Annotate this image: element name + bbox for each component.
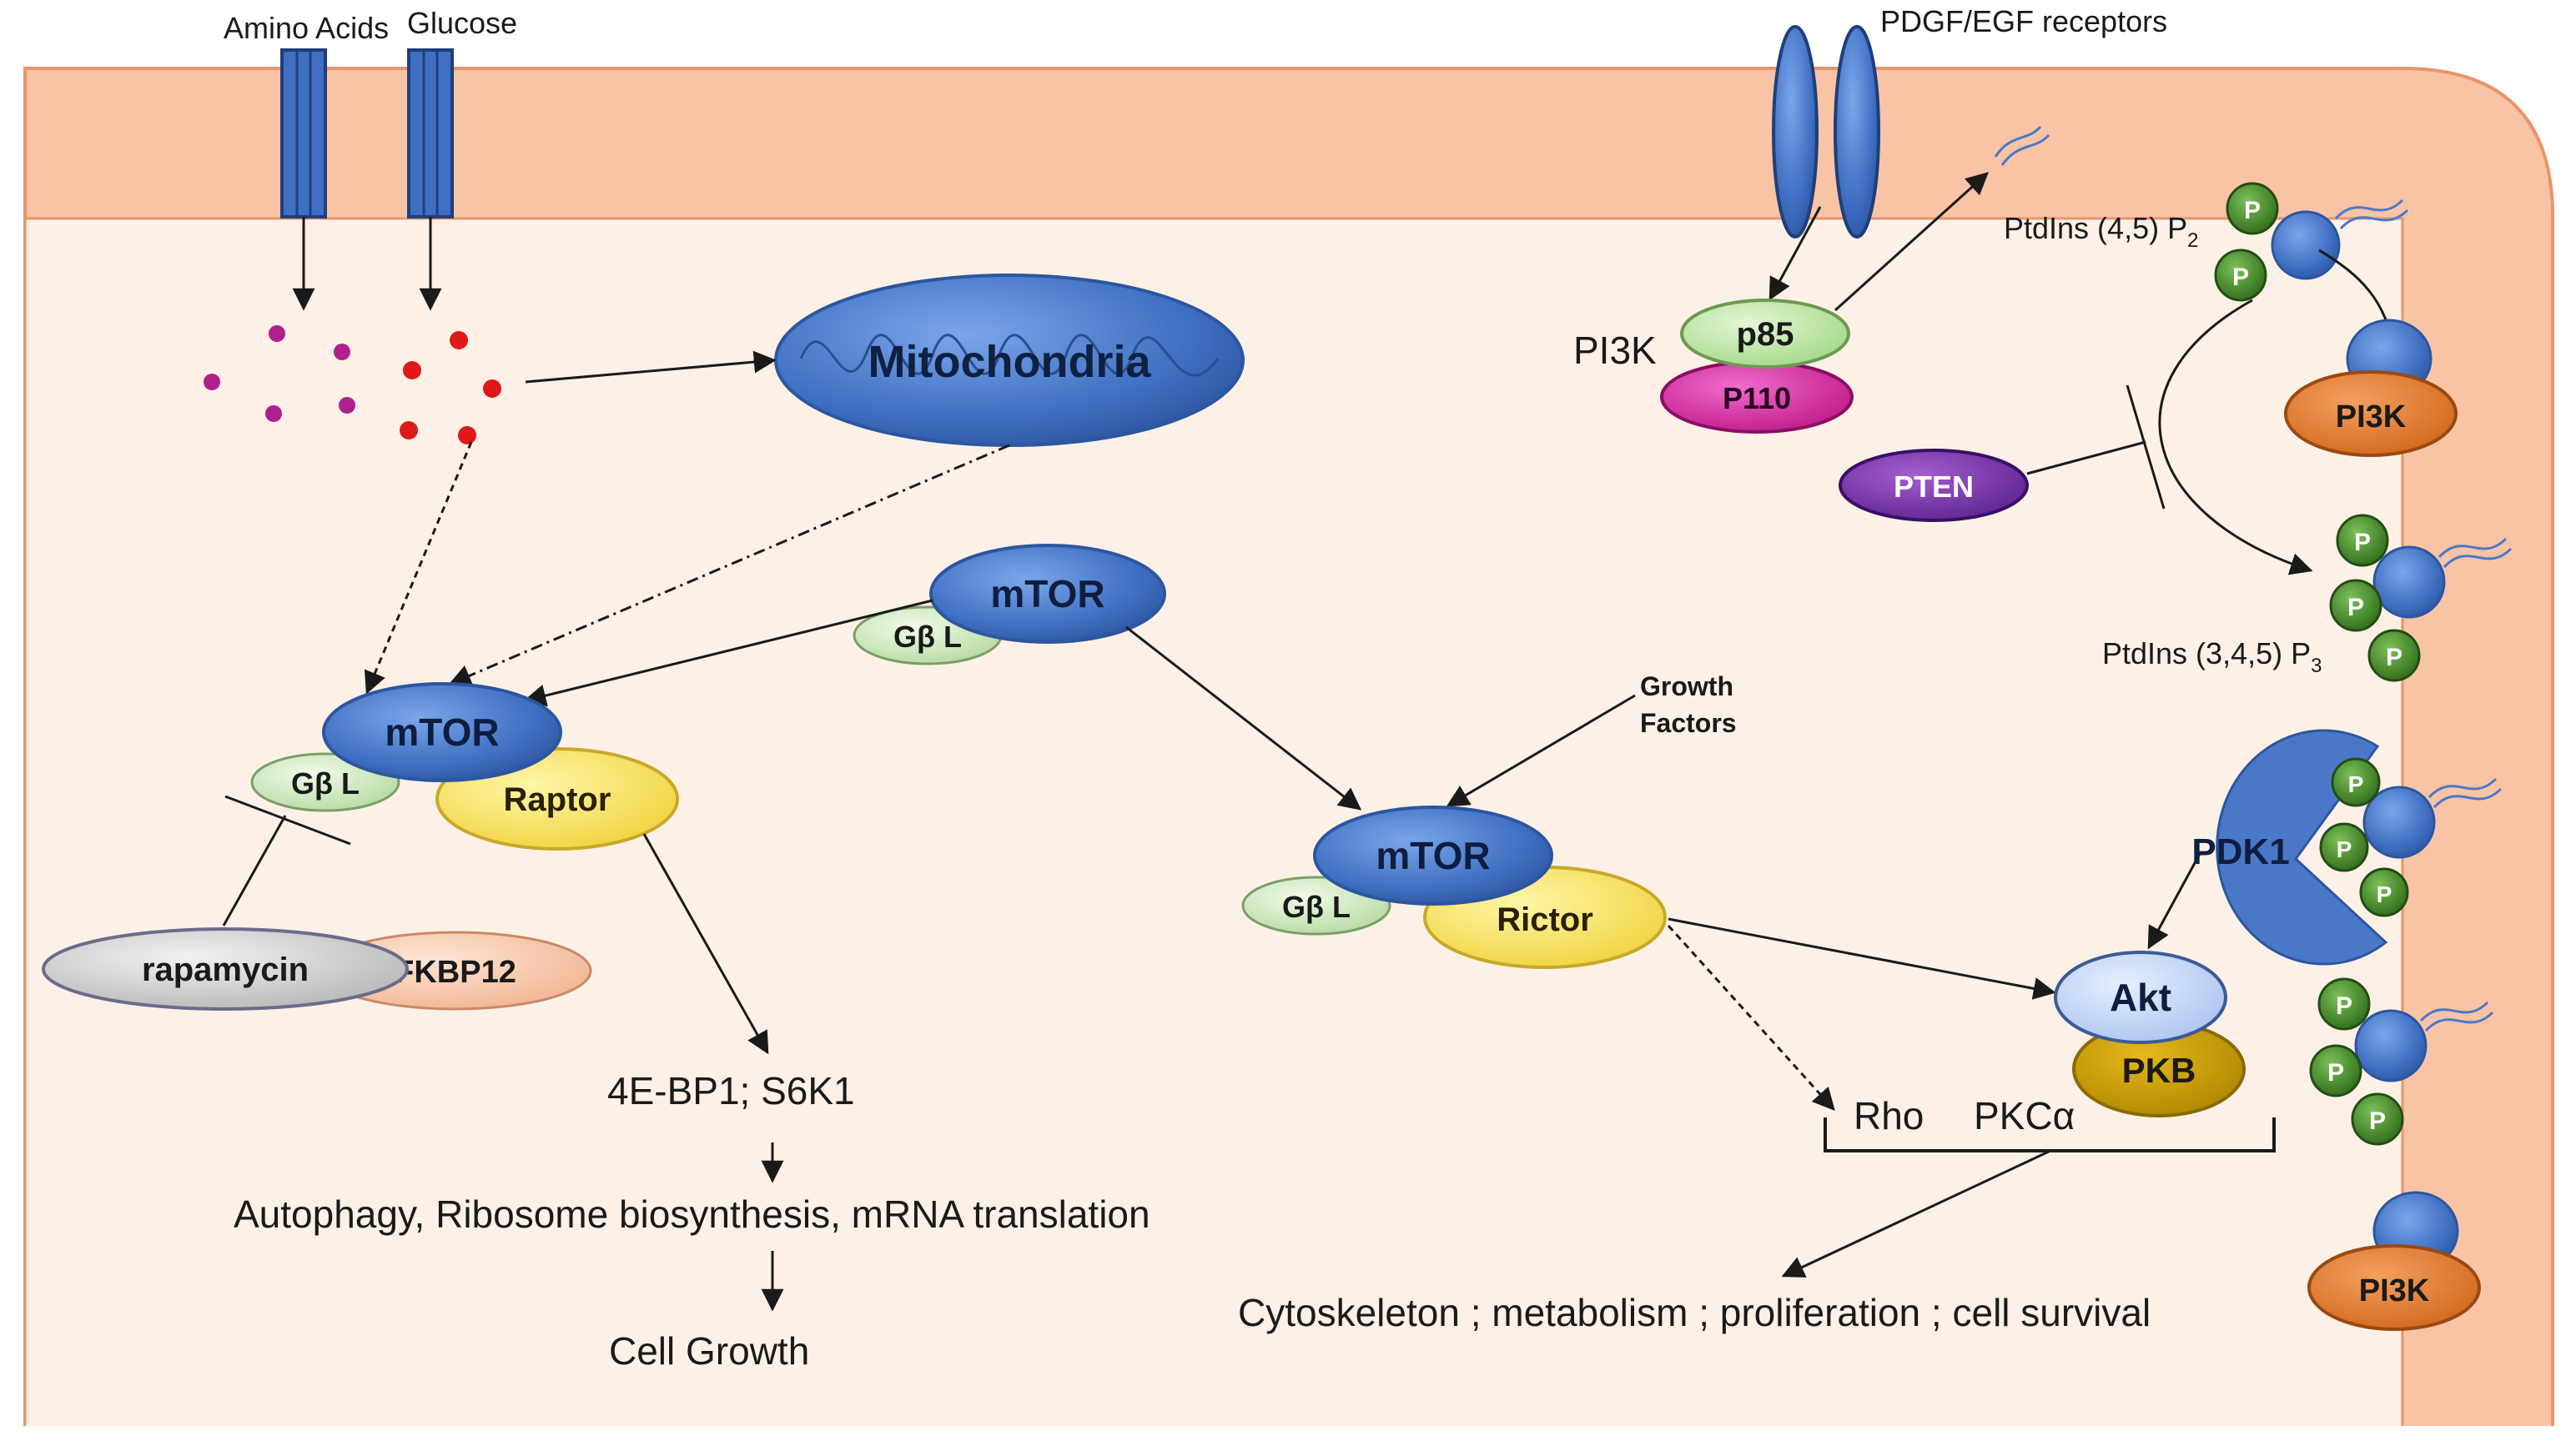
svg-text:P: P [2348,771,2364,797]
svg-text:PDK1: PDK1 [2191,831,2289,872]
glucose-molecules [400,331,501,444]
glucose-label: Glucose [407,6,517,40]
svg-text:P: P [2244,197,2261,224]
pip3-lower: P P P [2309,977,2494,1146]
receptor-label: PDGF/EGF receptors [1880,4,2167,38]
growth-factors-label-2: Factors [1640,708,1737,738]
svg-text:P: P [2354,529,2371,556]
pip2-label: PtdIns (4,5) P2 [2004,211,2198,252]
amino-acid-transporter [280,48,327,218]
svg-text:Mitochondria: Mitochondria [868,337,1152,387]
pip3-molecule: P P P [2329,514,2513,682]
glucose-transporter [407,48,454,218]
svg-text:Gβ L: Gβ L [893,620,962,654]
svg-text:mTOR: mTOR [1376,834,1490,877]
svg-text:p85: p85 [1737,316,1794,353]
svg-text:mTOR: mTOR [990,572,1104,615]
svg-text:Rictor: Rictor [1497,901,1593,938]
pten: PTEN [1839,449,2029,522]
pip2-molecule: P P [2214,182,2409,302]
pip3-pdk1: P P P [2319,757,2503,917]
rho-label: Rho [1854,1094,1924,1137]
mtor-complex-center: Gβ L mTOR [853,544,1166,665]
svg-text:P: P [2347,594,2364,621]
svg-text:Akt: Akt [2110,976,2171,1019]
akt-pkb-complex: PKB Akt [2054,951,2246,1117]
svg-text:mTOR: mTOR [385,710,499,754]
pi3k-membrane-top: PI3K [2284,319,2458,457]
svg-text:P: P [2337,836,2352,862]
svg-text:Raptor: Raptor [504,781,611,818]
svg-text:P: P [2327,1059,2344,1087]
mtorc1-targets: 4E-BP1; S6K1 [607,1069,855,1112]
svg-text:PI3K: PI3K [2336,399,2407,434]
amino-acid-molecules [204,325,355,422]
pi3k-label: PI3K [1573,329,1657,372]
svg-text:Gβ L: Gβ L [1282,890,1351,924]
svg-text:FKBP12: FKBP12 [395,955,516,990]
pi3k-membrane-bottom: PI3K [2307,1191,2481,1331]
mtorc1-processes: Autophagy, Ribosome biosynthesis, mRNA t… [234,1192,1150,1236]
mitochondria: Mitochondria [774,274,1245,447]
svg-text:P: P [2336,992,2352,1020]
mtorc1-complex: Gβ L Raptor mTOR [250,682,679,851]
svg-text:P110: P110 [1723,381,1791,415]
amino-acids-label: Amino Acids [224,11,389,45]
svg-text:rapamycin: rapamycin [142,951,309,988]
rapamycin-fkbp12: FKBP12 rapamycin [42,927,592,1011]
svg-text:PTEN: PTEN [1894,469,1974,504]
mtorc2-complex: Gβ L Rictor mTOR [1241,806,1667,969]
pip3-label: PtdIns (3,4,5) P3 [2102,636,2322,677]
svg-text:PKB: PKB [2122,1051,2196,1090]
svg-text:P: P [2377,881,2392,907]
growth-factors-label: Growth [1640,671,1733,701]
cytoskeleton-outcomes: Cytoskeleton ; metabolism ; proliferatio… [1238,1291,2151,1334]
cell-growth-label: Cell Growth [609,1329,809,1373]
svg-text:P: P [2232,264,2249,291]
cytoplasm [23,217,2404,1441]
svg-text:P: P [2386,644,2402,671]
pi3k-complex: P110 p85 [1660,299,1854,434]
pdgf-egf-receptor [1772,25,1880,238]
svg-text:PI3K: PI3K [2359,1273,2430,1308]
svg-text:Gβ L: Gβ L [291,766,360,801]
pkc-alpha-label: PKCα [1974,1094,2075,1137]
svg-text:P: P [2369,1107,2386,1135]
